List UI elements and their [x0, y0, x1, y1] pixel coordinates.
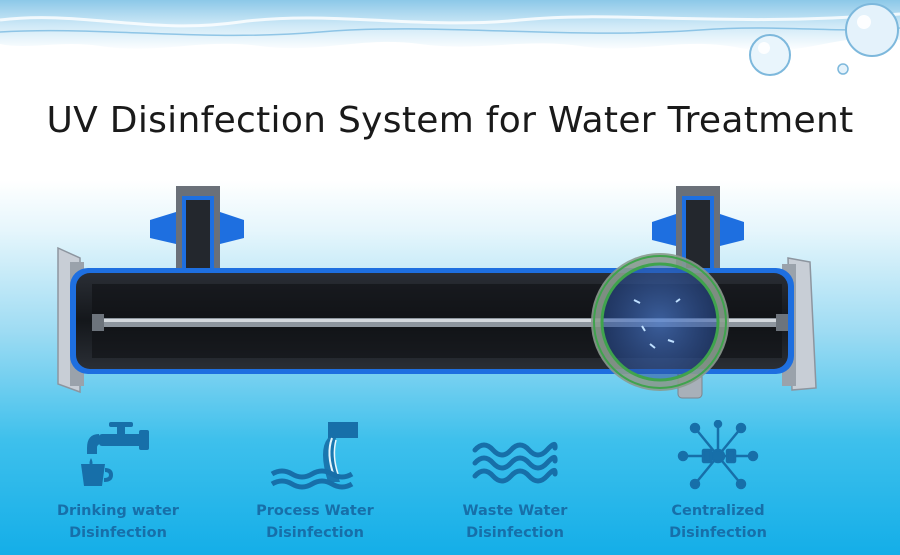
uv-reactor-illustration [57, 186, 817, 399]
application-label-line2: Disinfection [69, 525, 167, 541]
water-surface-decoration [0, 0, 900, 76]
waves-icon [472, 442, 558, 484]
application-label-line1: Process Water [256, 503, 374, 519]
application-label-line2: Disinfection [266, 525, 364, 541]
page-title: UV Disinfection System for Water Treatme… [46, 100, 854, 141]
faucet-cup-icon [81, 422, 149, 486]
inlet-nozzle [150, 186, 244, 276]
application-centralized: Centralized Disinfection [628, 420, 808, 544]
application-label-line1: Drinking water [57, 503, 179, 519]
network-hub-icon [677, 420, 759, 490]
magnifier-lens [591, 253, 729, 391]
application-label-line1: Centralized [671, 503, 765, 519]
application-label-line2: Disinfection [669, 525, 767, 541]
application-process-water: Process Water Disinfection [225, 420, 405, 544]
application-label-line2: Disinfection [466, 525, 564, 541]
outlet-nozzle [652, 186, 744, 276]
application-label-line1: Waste Water [462, 503, 568, 519]
application-drinking-water: Drinking water Disinfection [28, 420, 208, 544]
pipe-outflow-icon [270, 422, 358, 490]
application-waste-water: Waste Water Disinfection [425, 420, 605, 544]
